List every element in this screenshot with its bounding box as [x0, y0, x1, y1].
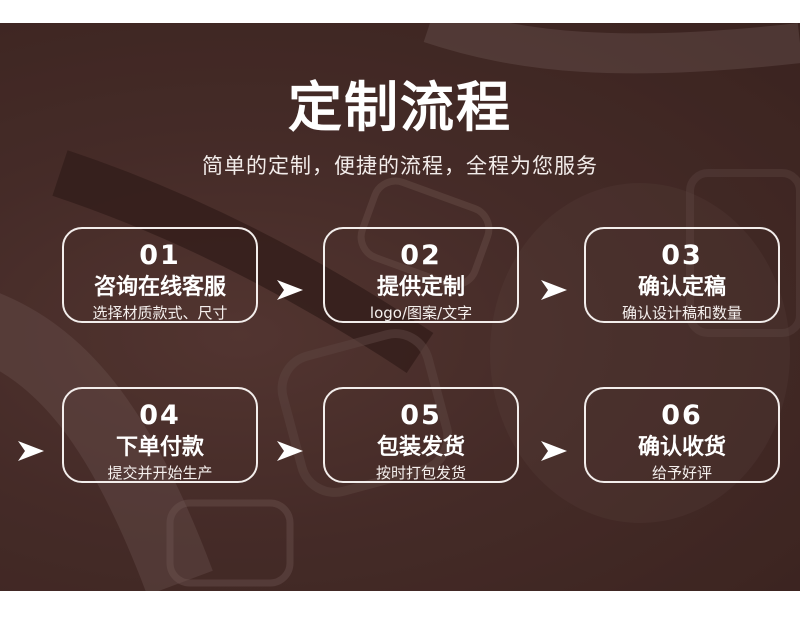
step-description: logo/图案/文字: [369, 304, 473, 322]
step-number: 02: [400, 240, 442, 271]
step-description: 提交并开始生产: [107, 464, 213, 482]
arrow-right-icon: [541, 280, 567, 300]
step-title: 确认定稿: [637, 275, 726, 300]
step-number: 06: [661, 400, 703, 431]
step-card-03: 03 确认定稿 确认设计稿和数量: [584, 227, 780, 323]
step-number: 03: [661, 240, 703, 271]
step-card-05: 05 包装发货 按时打包发货: [323, 387, 519, 483]
step-card-02: 02 提供定制 logo/图案/文字: [323, 227, 519, 323]
step-title: 提供定制: [376, 275, 465, 300]
step-description: 给予好评: [651, 464, 712, 482]
step-number: 05: [400, 400, 442, 431]
step-number: 01: [139, 240, 181, 271]
arrow-right-icon: [541, 441, 567, 461]
step-title: 包装发货: [376, 435, 465, 460]
arrow-right-icon: [18, 441, 44, 461]
step-title: 下单付款: [115, 435, 204, 460]
arrow-right-icon: [277, 280, 303, 300]
step-number: 04: [139, 400, 181, 431]
page-subtitle: 简单的定制，便捷的流程，全程为您服务: [202, 154, 598, 178]
step-title: 咨询在线客服: [93, 275, 226, 300]
page-title: 定制流程: [288, 75, 512, 139]
process-panel: 定制流程 简单的定制，便捷的流程，全程为您服务 01 咨询在线客服 选择材质款式…: [0, 23, 800, 591]
arrow-right-icon: [277, 441, 303, 461]
step-card-01: 01 咨询在线客服 选择材质款式、尺寸: [62, 227, 258, 323]
step-description: 按时打包发货: [375, 464, 466, 482]
step-description: 确认设计稿和数量: [621, 304, 742, 322]
step-description: 选择材质款式、尺寸: [92, 304, 228, 322]
step-card-06: 06 确认收货 给予好评: [584, 387, 780, 483]
dark-overlay: [0, 23, 800, 591]
step-title: 确认收货: [637, 435, 726, 460]
step-card-04: 04 下单付款 提交并开始生产: [62, 387, 258, 483]
